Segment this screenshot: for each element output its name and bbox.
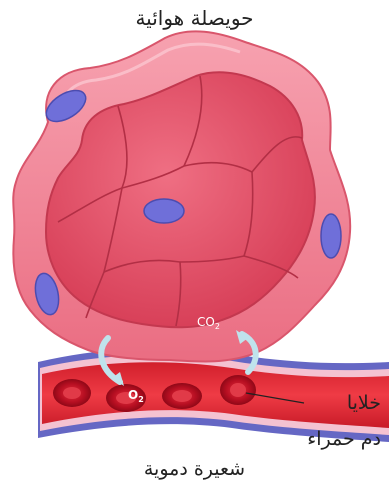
capillary-label: شعيرة دموية	[0, 458, 389, 480]
red-blood-cell-center	[172, 390, 192, 402]
alveolus	[13, 31, 350, 361]
nucleus	[144, 199, 184, 223]
red-blood-cell-center	[230, 383, 246, 397]
red-blood-cell-center	[63, 387, 81, 399]
red-blood-cells-label-line1: خلايا	[347, 392, 381, 414]
red-blood-cells-label-line2: دم حمراء	[307, 428, 381, 450]
nucleus	[321, 214, 341, 258]
alveolus-label: حويصلة هوائية	[0, 6, 389, 30]
